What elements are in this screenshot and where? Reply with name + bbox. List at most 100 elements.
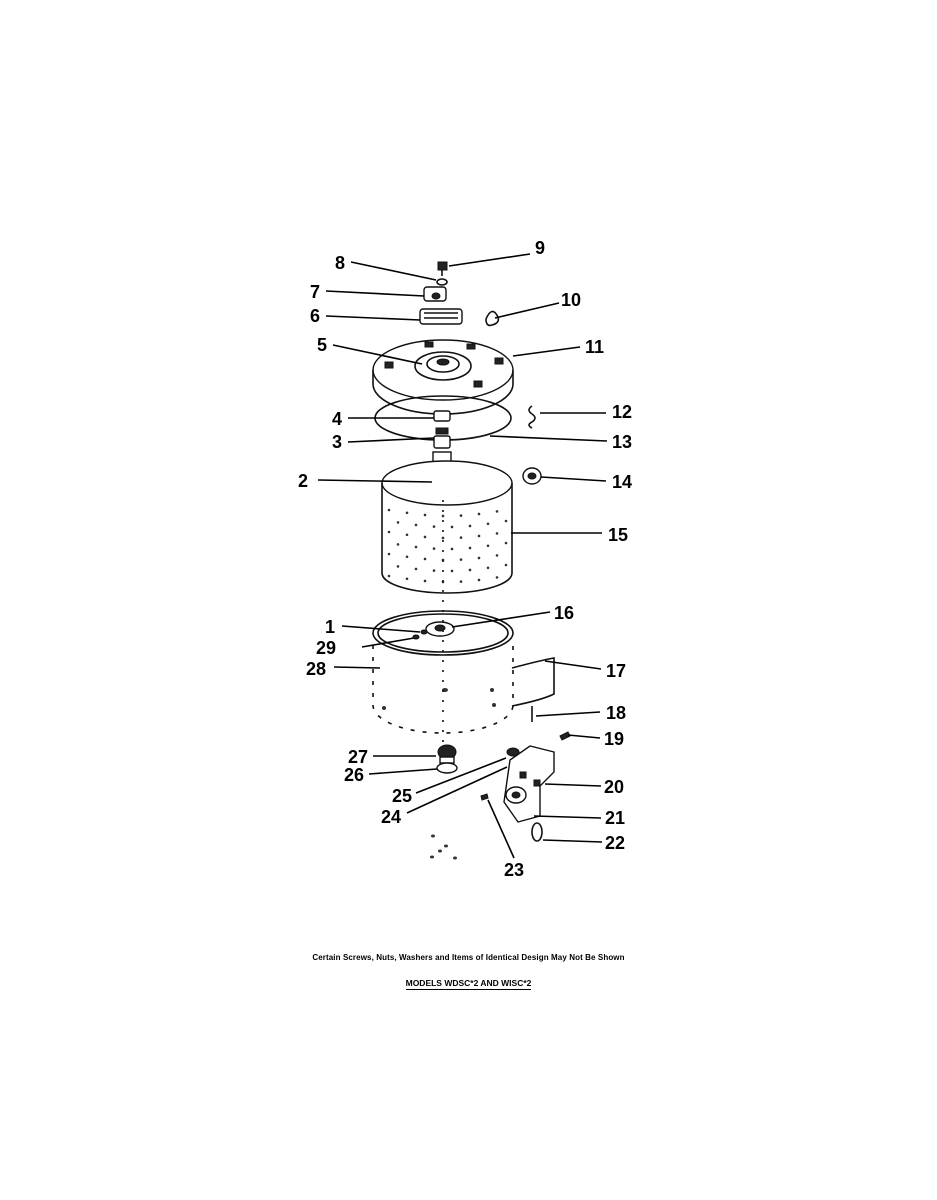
leader-line-9: [448, 253, 531, 267]
clip-part: [485, 310, 500, 327]
model-title-text: MODELS WDSC*2 AND WISC*2: [405, 978, 532, 990]
callout-labels: 8 9 7 10 6 5 11 4 12 3 13 2 14 15 1 16 2…: [298, 238, 632, 880]
callout-2: 2: [298, 471, 308, 491]
callout-8: 8: [335, 253, 345, 273]
callout-27: 27: [348, 747, 368, 767]
basket-perforation: [477, 556, 481, 560]
basket-perforation: [486, 544, 490, 548]
basket-perforation: [468, 568, 472, 572]
callout-15: 15: [608, 525, 628, 545]
balance-ring-part: [372, 339, 514, 415]
basket-perforation: [396, 565, 400, 568]
seal-part: [419, 308, 463, 325]
leader-lines: [317, 253, 608, 859]
basket-perforation: [459, 514, 463, 517]
basket-perforation: [504, 541, 508, 545]
basket-perforation: [450, 525, 454, 529]
leader-line-18: [535, 711, 601, 717]
basket-perforation: [441, 514, 445, 518]
leader-line-10: [494, 302, 560, 319]
callout-26: 26: [344, 765, 364, 785]
bushing-part: [433, 410, 451, 449]
leader-line-20: [544, 783, 602, 787]
leader-line-26: [368, 768, 438, 775]
basket-perforation: [405, 511, 409, 515]
basket-perforation: [423, 535, 427, 539]
leader-line-14: [540, 476, 607, 482]
washer-part: [436, 278, 448, 286]
callout-1: 1: [325, 617, 335, 637]
leader-line-28: [333, 666, 381, 669]
leader-line-22: [542, 839, 603, 843]
basket-perforation: [468, 524, 472, 528]
basket-perforation: [477, 578, 481, 582]
basket-perforation: [468, 546, 472, 550]
basket-perforation: [486, 566, 490, 570]
bolt-part: [437, 261, 448, 276]
callout-5: 5: [317, 335, 327, 355]
leader-line-5: [332, 344, 423, 365]
basket-perforation: [495, 532, 499, 535]
callout-19: 19: [604, 729, 624, 749]
callout-12: 12: [612, 402, 632, 422]
spring-clip-part: [528, 405, 536, 429]
callout-28: 28: [306, 659, 326, 679]
basket-perforation: [495, 576, 499, 579]
callout-22: 22: [605, 833, 625, 853]
leader-line-3: [347, 437, 435, 443]
callout-13: 13: [612, 432, 632, 452]
callout-14: 14: [612, 472, 632, 492]
leader-line-24: [406, 766, 508, 814]
callout-7: 7: [310, 282, 320, 302]
basket-perforation: [477, 534, 481, 538]
retainer-part: [522, 467, 542, 485]
callout-11: 11: [585, 337, 604, 357]
leader-line-21: [533, 815, 602, 819]
basket-perforation: [423, 557, 427, 561]
leader-line-13: [489, 435, 608, 442]
pump-part: [503, 745, 555, 823]
leader-line-17: [544, 660, 602, 670]
basket-perforation: [396, 543, 400, 546]
callout-4: 4: [332, 409, 342, 429]
o-ring-part: [531, 822, 543, 842]
basket-perforation: [396, 521, 400, 524]
lower-frame-part: [430, 834, 457, 860]
leader-line-8: [350, 261, 437, 281]
callout-3: 3: [332, 432, 342, 452]
basket-perforation: [414, 567, 418, 571]
basket-perforation: [432, 547, 436, 550]
callout-16: 16: [554, 603, 574, 623]
screw-part: [480, 793, 489, 801]
basket-perforation: [432, 525, 436, 528]
callout-6: 6: [310, 306, 320, 326]
basket-perforation: [495, 510, 499, 513]
leader-line-7: [325, 290, 425, 297]
basket-perforation: [459, 558, 463, 561]
mounting-part: [436, 744, 458, 774]
basket-perforation: [423, 579, 427, 583]
basket-perforation: [405, 555, 409, 559]
basket-perforation: [387, 508, 391, 512]
leader-line-11: [512, 346, 581, 357]
leader-line-23: [487, 799, 515, 859]
callout-24: 24: [381, 807, 401, 827]
basket-perforation: [477, 512, 481, 516]
leader-line-6: [325, 315, 421, 321]
basket-perforation: [414, 545, 418, 549]
callout-18: 18: [606, 703, 626, 723]
callout-23: 23: [504, 860, 524, 880]
callout-21: 21: [605, 808, 625, 828]
model-title: MODELS WDSC*2 AND WISC*2: [0, 978, 937, 990]
callout-9: 9: [535, 238, 545, 258]
basket-perforation: [387, 574, 391, 578]
leader-line-29: [361, 637, 415, 648]
screw-part: [559, 731, 571, 741]
callout-25: 25: [392, 786, 412, 806]
basket-perforation: [504, 519, 508, 523]
basket-perforation: [414, 523, 418, 527]
basket-perforation: [405, 533, 409, 537]
outer-tub-part: [372, 645, 555, 734]
part-artwork: [372, 261, 571, 860]
